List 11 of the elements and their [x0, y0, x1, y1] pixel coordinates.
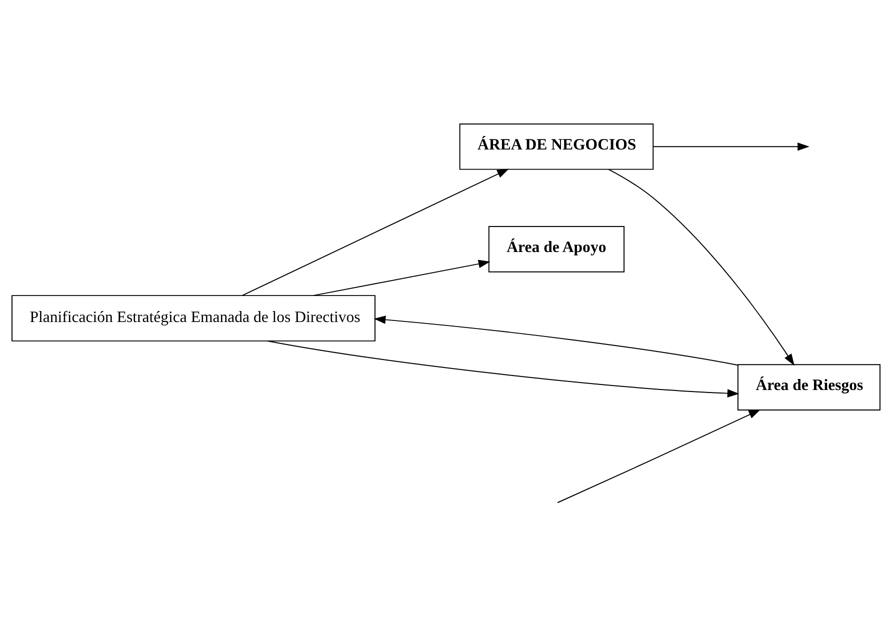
node-box: Área de Apoyo	[488, 226, 625, 272]
arrow	[242, 168, 509, 296]
arrow	[374, 315, 738, 366]
arrow	[557, 408, 761, 503]
arrow	[312, 259, 490, 296]
arrow	[608, 168, 794, 366]
node-box: ÁREA DE NEGOCIOS	[459, 122, 654, 170]
arrow	[267, 340, 740, 397]
node-box: Área de Riesgos	[737, 364, 880, 410]
arrow	[652, 142, 810, 150]
node-box: Planificación Estratégica Emanada de los Directivos	[12, 294, 376, 341]
